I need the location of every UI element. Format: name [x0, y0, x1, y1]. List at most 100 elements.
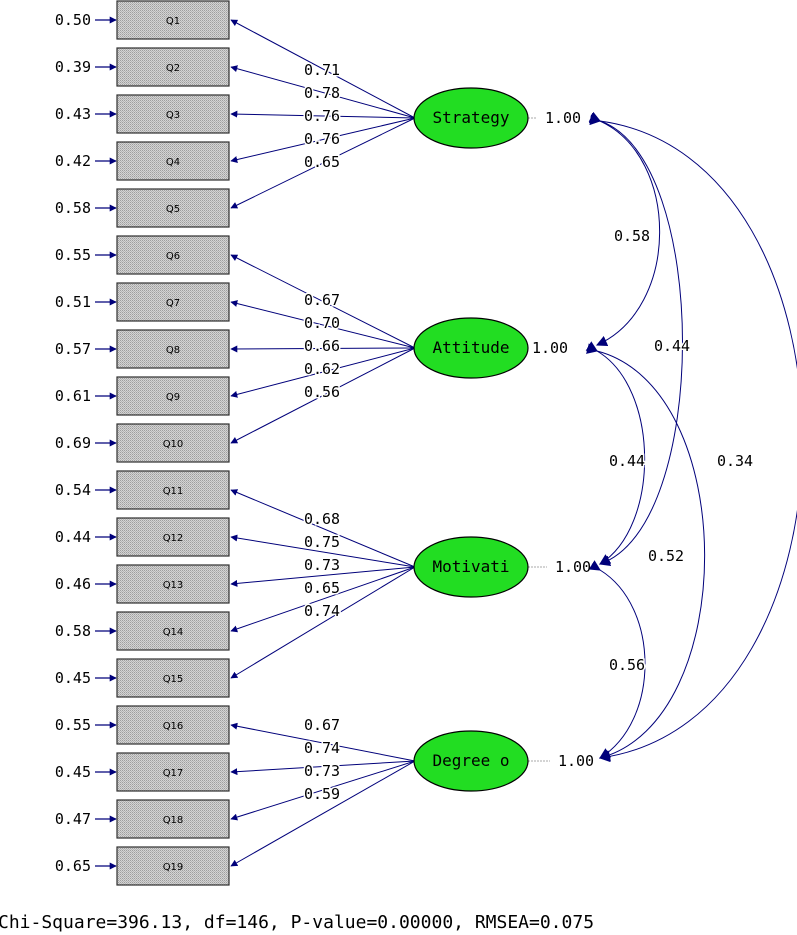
correlation-curve [588, 111, 661, 346]
latent-factor-ellipse [413, 317, 529, 379]
indicator-label: Q18 [163, 815, 184, 826]
indicator-label: Q8 [166, 345, 180, 356]
loading-arrow [230, 534, 416, 568]
loading-arrow [230, 566, 416, 679]
indicator-label: Q1 [166, 16, 180, 27]
error-variance-label: 0.54 [55, 481, 91, 499]
latent-factor-label: Strategy [432, 108, 509, 127]
correlation-label: 0.56 [609, 656, 645, 674]
indicator-box-q18 [116, 799, 230, 839]
error-variance-label: 0.46 [55, 575, 91, 593]
latent-factor-label: Degree o [432, 751, 509, 770]
correlation-label: 0.58 [614, 227, 650, 245]
loading-label: 0.67 [304, 716, 340, 734]
correlation-label: 0.52 [648, 547, 684, 565]
loading-arrow [230, 19, 416, 119]
loading-label: 0.66 [304, 337, 340, 355]
indicator-box-q2 [116, 47, 230, 87]
indicator-box-q8 [116, 329, 230, 369]
indicator-box-q14 [116, 611, 230, 651]
loading-label: 0.75 [304, 533, 340, 551]
label-layer: 0.500.390.430.420.580.550.510.570.610.69… [55, 11, 755, 875]
correlation-label: 0.34 [717, 452, 753, 470]
loading-arrow [230, 760, 416, 867]
error-variance-label: 0.50 [55, 11, 91, 29]
indicator-label: Q9 [166, 392, 180, 403]
factor-variance-label: 1.00 [558, 752, 594, 770]
loading-arrow [230, 566, 416, 587]
loading-arrow [230, 347, 416, 398]
correlation-curve [589, 114, 797, 763]
loading-arrow [230, 760, 416, 821]
loading-label: 0.65 [304, 153, 340, 171]
loading-label: 0.70 [304, 314, 340, 332]
indicator-box-q9 [116, 376, 230, 416]
correlation-layer [585, 111, 797, 763]
error-variance-label: 0.42 [55, 152, 91, 170]
loading-label: 0.76 [304, 130, 340, 148]
loading-arrow [230, 566, 416, 633]
indicator-label: Q11 [163, 486, 184, 497]
latent-factor-ellipse [413, 730, 529, 792]
indicator-label: Q16 [163, 721, 184, 732]
indicator-box-q5 [116, 188, 230, 228]
loading-arrow [230, 254, 416, 349]
indicator-label: Q3 [166, 110, 180, 121]
loading-arrow [230, 117, 416, 209]
loading-layer [95, 16, 550, 870]
indicator-label: Q5 [166, 204, 180, 215]
indicator-label: Q2 [166, 63, 180, 74]
latent-factor-ellipse [413, 536, 529, 598]
loading-label: 0.73 [304, 762, 340, 780]
loading-label: 0.74 [304, 602, 340, 620]
indicator-box-q6 [116, 235, 230, 275]
correlation-curve [588, 560, 646, 759]
latent-factor-ellipse [413, 87, 529, 149]
indicator-box-q17 [116, 752, 230, 792]
correlation-label: 0.44 [609, 452, 645, 470]
loading-arrow [230, 489, 416, 568]
indicator-box-q3 [116, 94, 230, 134]
loading-label: 0.68 [304, 510, 340, 528]
indicator-box-q13 [116, 564, 230, 604]
error-variance-label: 0.45 [55, 763, 91, 781]
indicator-label: Q13 [163, 580, 184, 591]
loading-label: 0.74 [304, 739, 340, 757]
indicator-box-q1 [116, 0, 230, 40]
loading-label: 0.62 [304, 360, 340, 378]
loading-arrow [230, 760, 416, 776]
loading-label: 0.76 [304, 107, 340, 125]
factor-variance-label: 1.00 [545, 109, 581, 127]
loading-arrow [230, 347, 416, 444]
indicator-box-q7 [116, 282, 230, 322]
factor-variance-label: 1.00 [555, 558, 591, 576]
factor-variance-label: 1.00 [532, 339, 568, 357]
correlation-curve [586, 343, 706, 761]
correlation-label: 0.44 [654, 337, 690, 355]
indicator-label: Q10 [163, 439, 184, 450]
indicator-box-q15 [116, 658, 230, 698]
loading-label: 0.67 [304, 291, 340, 309]
loading-label: 0.56 [304, 383, 340, 401]
fit-statistics: Chi-Square=396.13, df=146, P-value=0.000… [0, 912, 594, 933]
loading-arrow [230, 117, 416, 163]
error-variance-label: 0.55 [55, 246, 91, 264]
indicator-box-q11 [116, 470, 230, 510]
indicator-label: Q4 [166, 157, 180, 168]
loading-label: 0.71 [304, 61, 340, 79]
error-variance-label: 0.45 [55, 669, 91, 687]
loading-label: 0.73 [304, 556, 340, 574]
indicator-label: Q7 [166, 298, 180, 309]
loading-arrow [230, 65, 416, 119]
loading-arrow [230, 345, 416, 353]
error-variance-label: 0.39 [55, 58, 91, 76]
error-variance-label: 0.51 [55, 293, 91, 311]
indicator-box-q10 [116, 423, 230, 463]
indicator-label: Q19 [163, 862, 184, 873]
loading-arrow [230, 110, 416, 119]
loading-arrow [230, 300, 416, 349]
latent-factor-label: Attitude [432, 338, 509, 357]
loading-label: 0.78 [304, 84, 340, 102]
error-variance-label: 0.65 [55, 857, 91, 875]
